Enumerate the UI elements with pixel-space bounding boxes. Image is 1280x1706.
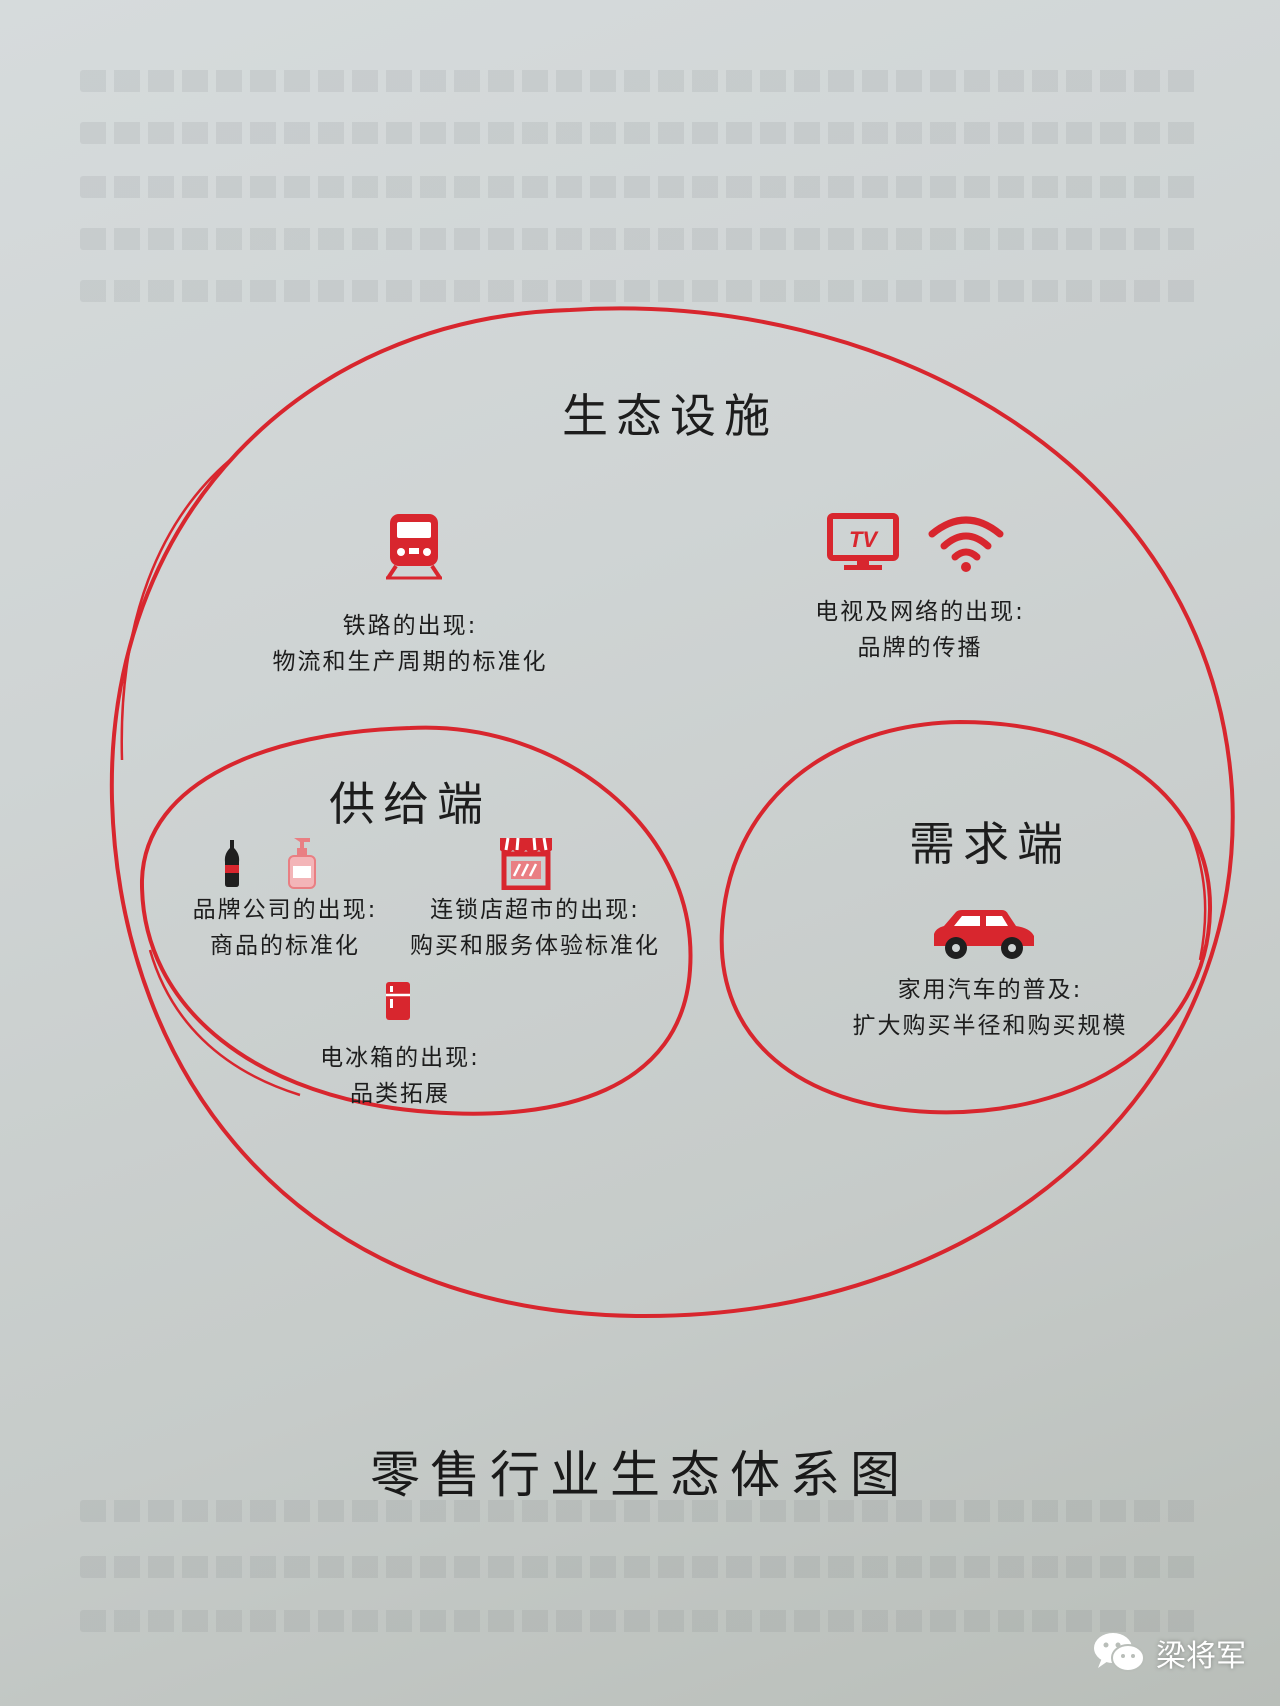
supply-ring-overdraw [148,949,301,1097]
car-icon [934,910,1034,959]
family-car-note: 家用汽车的普及: 扩大购买半径和购买规模 [800,972,1180,1044]
supply-title: 供给端 [329,777,491,831]
supply-ring [139,725,693,1116]
demand-ring-overdraw [1188,829,1207,961]
railway-note: 铁路的出现: 物流和生产周期的标准化 [210,608,610,680]
family-car-note-line2: 扩大购买半径和购买规模 [852,1013,1128,1039]
cola-bottle-icon [224,840,240,887]
chain-store-note: 连锁店超市的出现: 购买和服务体验标准化 [380,892,690,964]
watermark-text: 梁将军 [1156,1639,1246,1674]
railway-note-line1: 铁路的出现: [342,613,478,639]
brand-company-note-line1: 品牌公司的出现: [192,897,378,923]
tv-icon-text: TV [849,527,879,552]
brand-company-note-line2: 商品的标准化 [210,933,360,959]
tv-network-note-line1: 电视及网络的出现: [815,599,1025,625]
refrigerator-note: 电冰箱的出现: 品类拓展 [300,1040,500,1112]
storefront-icon [500,837,552,890]
refrigerator-note-line2: 品类拓展 [350,1081,450,1107]
railway-note-line2: 物流和生产周期的标准化 [272,649,548,675]
outer-ring-overdraw [120,459,231,761]
demand-title: 需求端 [909,817,1071,871]
outer-ring-ecosystem [109,306,1235,1319]
ecosystem-title: 生态设施 [562,389,778,443]
tv-network-note-line2: 品牌的传播 [857,635,983,661]
wechat-icon [1094,1633,1145,1672]
chain-store-note-line2: 购买和服务体验标准化 [410,933,660,959]
chain-store-note-line1: 连锁店超市的出现: [430,897,640,923]
watermark: 梁将军 [1092,1630,1246,1676]
wifi-icon [928,516,1004,572]
tv-icon: TV [827,513,899,570]
brand-company-note: 品牌公司的出现: 商品的标准化 [160,892,410,964]
train-icon [386,514,442,580]
family-car-note-line1: 家用汽车的普及: [897,977,1083,1003]
refrigerator-note-line1: 电冰箱的出现: [320,1045,480,1071]
pump-bottle-icon [288,838,316,889]
demand-ring [719,719,1213,1115]
refrigerator-icon [386,982,410,1020]
tv-network-note: 电视及网络的出现: 品牌的传播 [740,594,1100,666]
figure-caption: 零售行业生态体系图 [370,1446,910,1504]
